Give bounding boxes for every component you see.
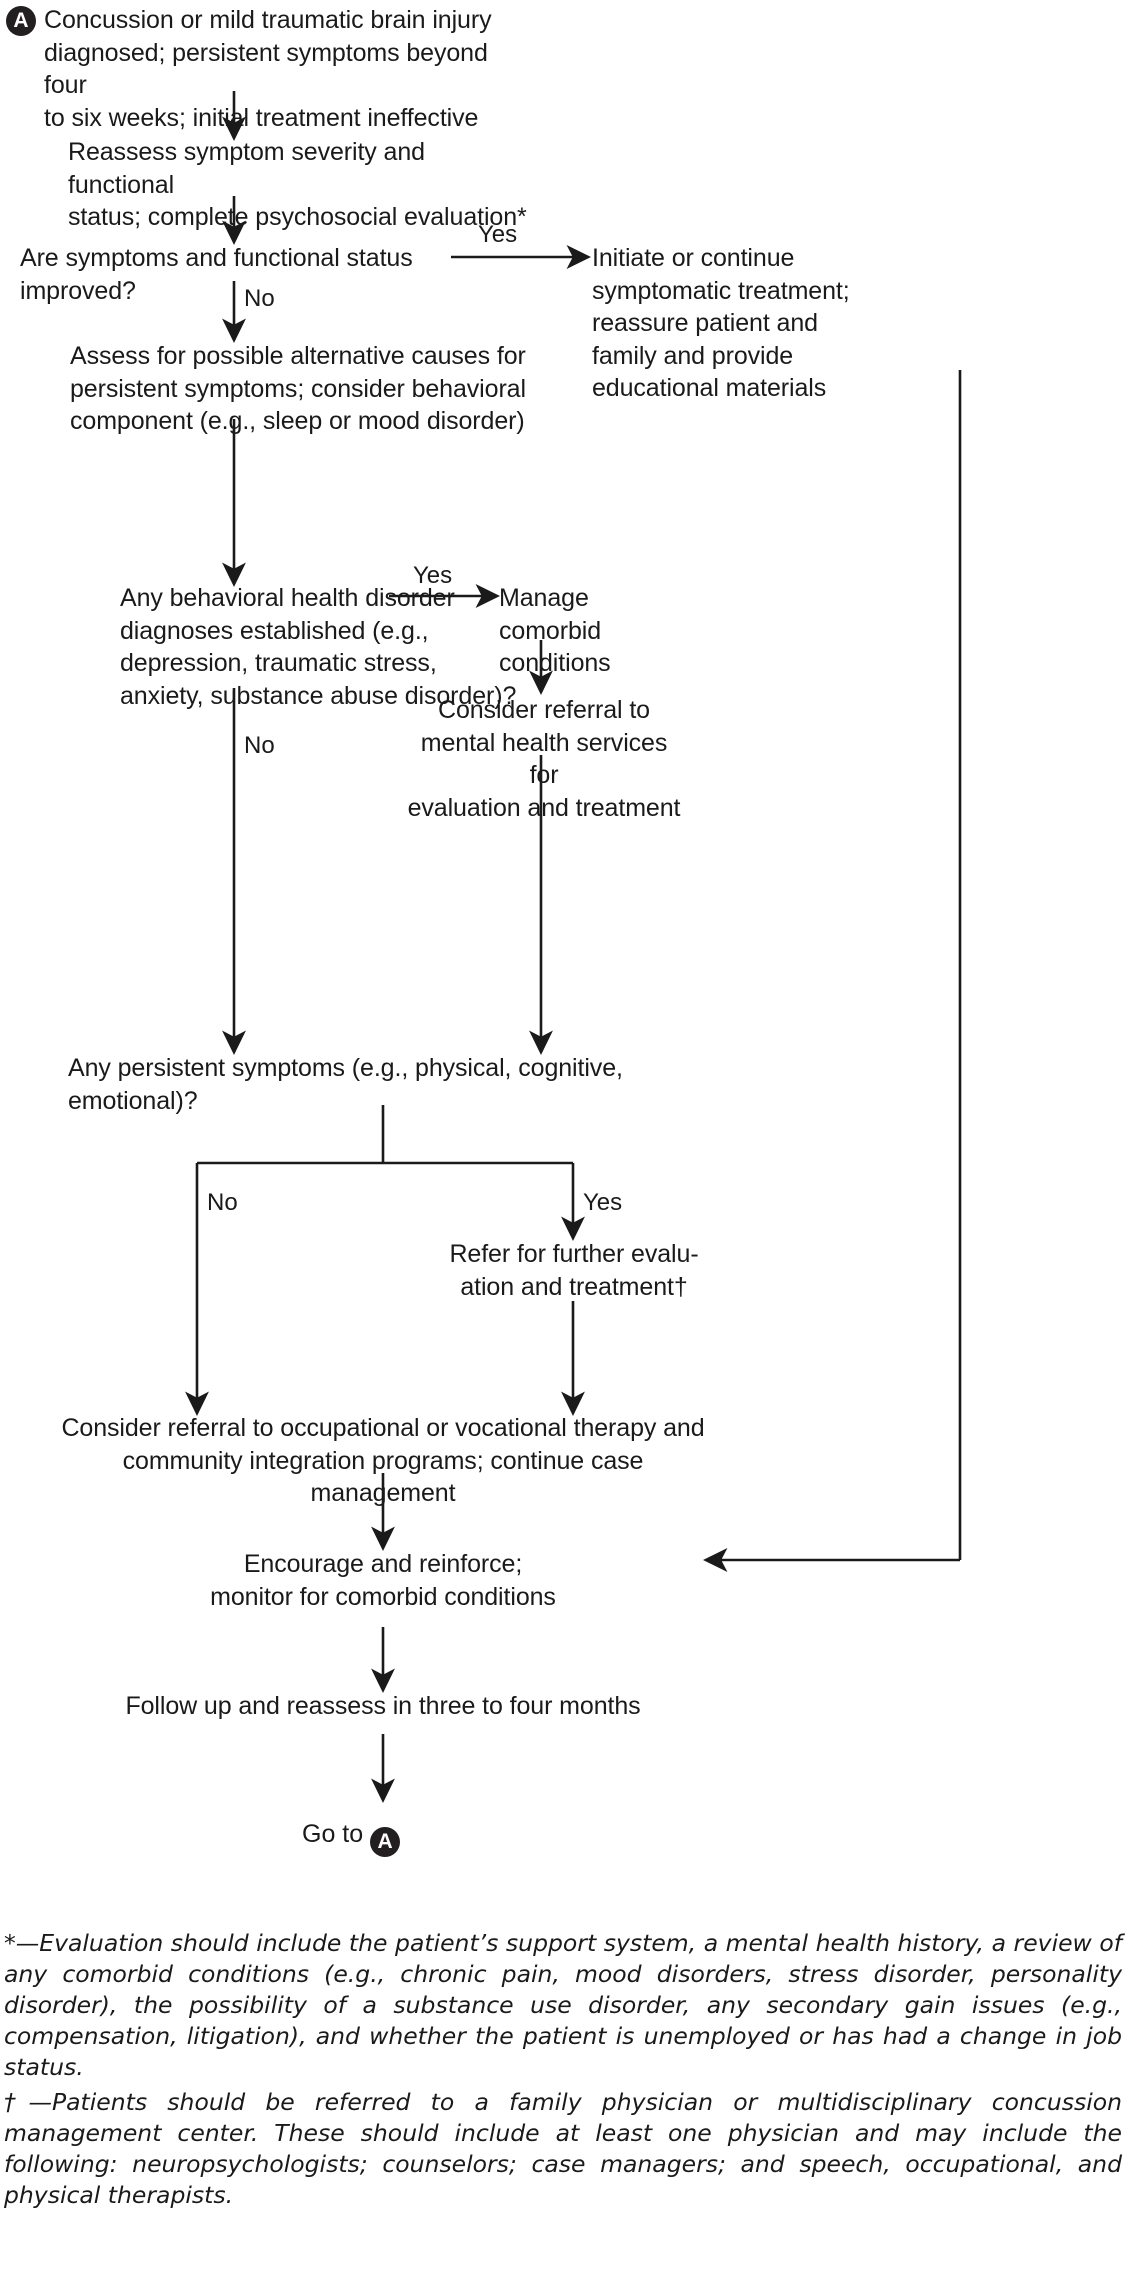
goto-badge-a: A (370, 1827, 401, 1857)
node-occupational-referral: Consider referral to occupational or voc… (61, 1414, 705, 1507)
goto-reference: Go to A (302, 1820, 401, 1857)
footnote-asterisk: *—Evaluation should include the patient’… (4, 1929, 1122, 2082)
goto-label: Go to (302, 1820, 364, 1848)
node-behavioral-health-dx: Any behavioral health disorder diagnoses… (120, 584, 517, 710)
edge-label-behavioral-yes: Yes (413, 562, 453, 589)
edge-label-improved-yes: Yes (478, 221, 518, 248)
entry-badge-a: A (6, 6, 36, 36)
node-refer-further-evaluation: Refer for further evalu- ation and treat… (449, 1240, 699, 1301)
node-reassess: Reassess symptom severity and functional… (68, 138, 527, 231)
node-consider-mh-referral: Consider referral to mental health servi… (407, 696, 681, 822)
node-initiate-treatment: Initiate or continue symptomatic treatme… (592, 244, 850, 402)
node-manage-comorbid: Manage comorbid conditions (499, 584, 611, 677)
node-assess-alternative-causes: Assess for possible alternative causes f… (70, 342, 526, 435)
node-symptoms-improved: Are symptoms and functional status impro… (20, 244, 413, 305)
edge-label-behavioral-no: No (244, 732, 275, 759)
edge-label-persistent-yes: Yes (583, 1189, 623, 1216)
footnotes: *—Evaluation should include the patient’… (4, 1928, 1122, 2215)
footnote-dagger: †—Patients should be referred to a famil… (4, 2088, 1122, 2210)
node-follow-up: Follow up and reassess in three to four … (125, 1692, 641, 1720)
node-start: Concussion or mild traumatic brain injur… (44, 6, 492, 132)
node-encourage-reinforce: Encourage and reinforce; monitor for com… (210, 1550, 556, 1611)
flowchart: A Concussion or mild traumatic brain inj… (6, 6, 962, 1857)
edge-label-improved-no: No (244, 285, 275, 312)
edge-label-persistent-no: No (207, 1189, 238, 1216)
node-any-persistent-symptoms: Any persistent symptoms (e.g., physical,… (68, 1054, 623, 1115)
